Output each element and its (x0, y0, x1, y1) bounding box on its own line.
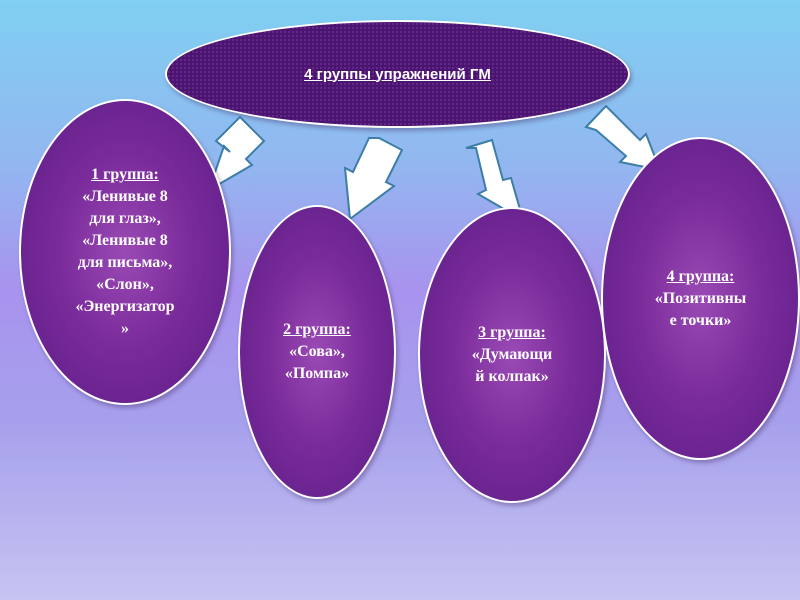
group-4-line: «Позитивны (654, 289, 747, 307)
group-4-label: 4 группа: (666, 267, 735, 285)
group-1-line: «Энергизатор (75, 298, 175, 315)
group-1-line: «Ленивые 8 (82, 232, 168, 249)
group-2-line: «Сова», (289, 343, 345, 360)
group-1-line: «Слон», (96, 276, 154, 293)
group-1-line: «Ленивые 8 (82, 188, 168, 205)
group-2-label: 2 группа: (283, 321, 351, 338)
arrow-to-group-2 (343, 137, 404, 221)
group-1-line: для глаз», (89, 210, 161, 227)
title-oval: 4 группы упражнений ГМ (165, 20, 630, 128)
group-4-line: е точки» (669, 311, 732, 329)
group-1-oval: 1 группа: «Ленивые 8 для глаз», «Ленивые… (19, 99, 231, 405)
group-2-oval: 2 группа: «Сова», «Помпа» (238, 205, 396, 499)
group-1-line: для письма», (77, 254, 173, 271)
group-1-line: » (121, 320, 129, 337)
group-3-label: 3 группа: (478, 324, 546, 341)
group-3-line: «Думающи (471, 346, 553, 363)
group-3-oval: 3 группа: «Думающи й колпак» (418, 207, 606, 503)
group-3-line: й колпак» (475, 368, 549, 385)
group-1-label: 1 группа: (91, 166, 159, 183)
group-2-line: «Помпа» (284, 365, 350, 382)
group-4-oval: 4 группа: «Позитивны е точки» (601, 137, 800, 460)
diagram-title: 4 группы упражнений ГМ (304, 65, 491, 83)
